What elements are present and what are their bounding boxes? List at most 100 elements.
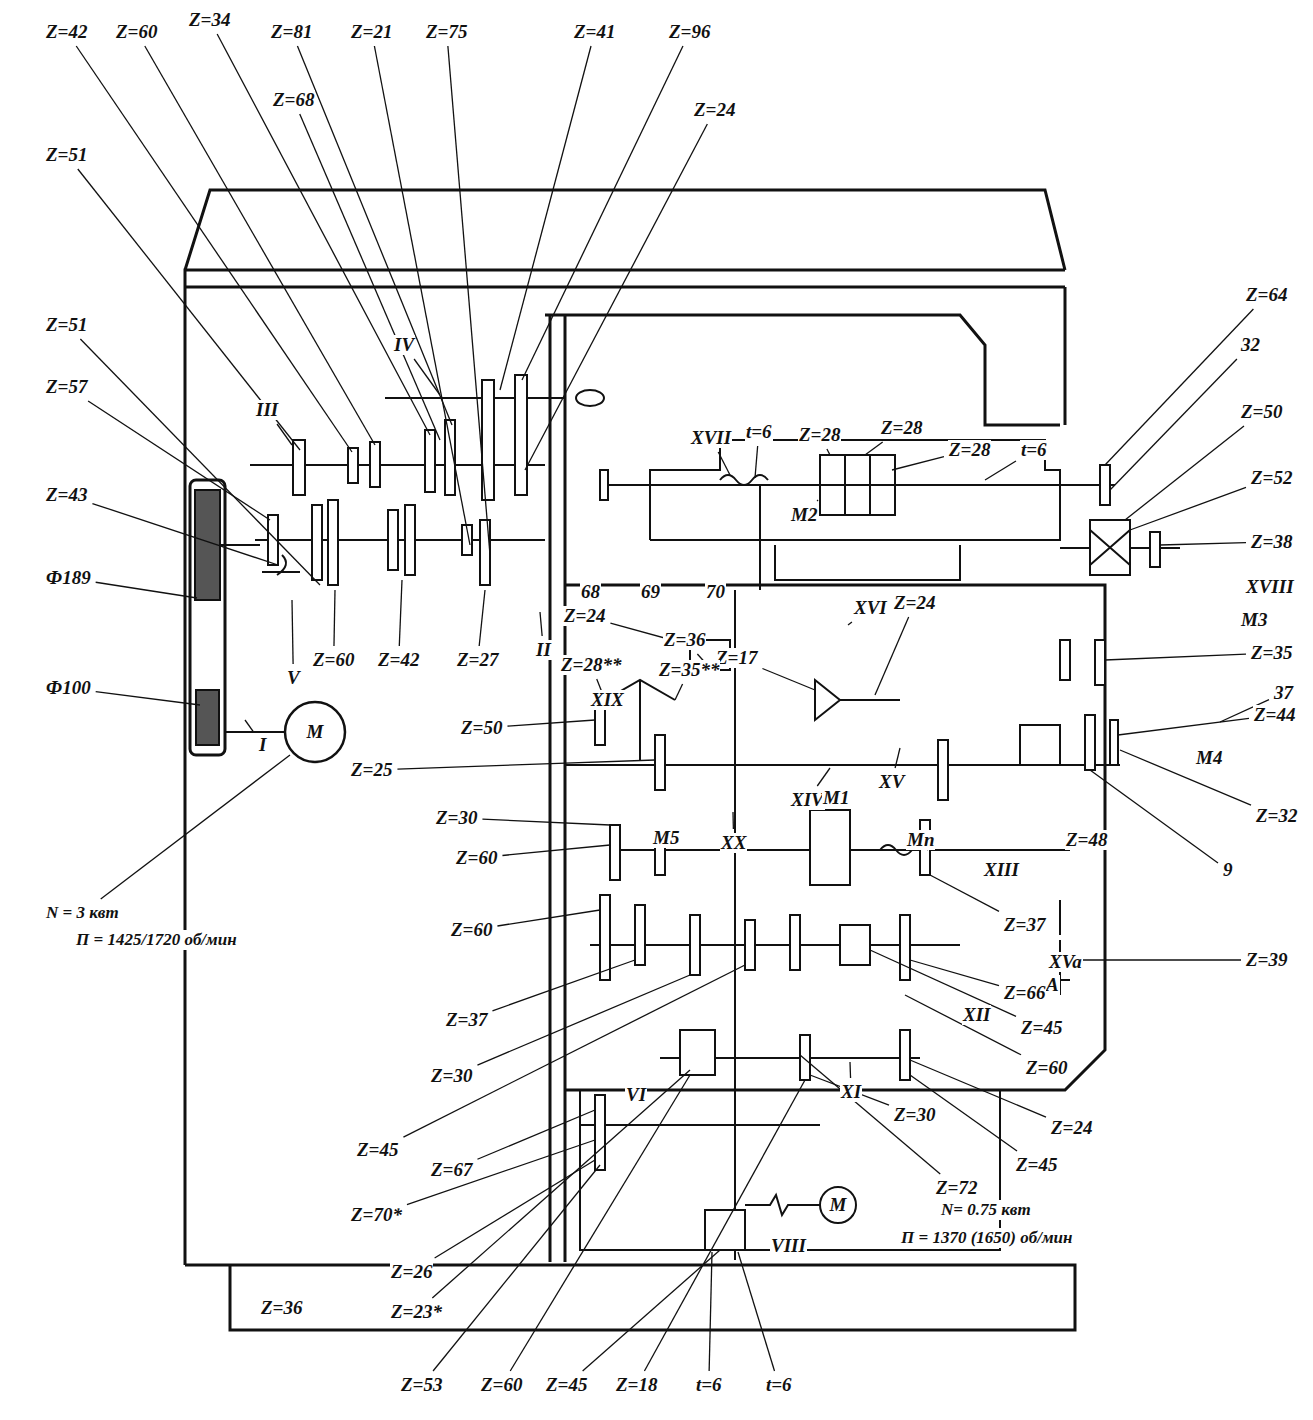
leader-line — [985, 461, 1016, 480]
leader-line — [930, 875, 999, 911]
part-label: Z=25 — [350, 760, 393, 780]
leader-line — [414, 359, 440, 395]
part-label: Z=66 — [1003, 983, 1046, 1003]
leader-line — [875, 617, 909, 695]
leader-line — [477, 1110, 595, 1159]
part-label: Z=24 — [693, 100, 736, 120]
part-label: Z=60 — [1025, 1058, 1068, 1078]
leader-line — [432, 1070, 690, 1298]
part-label: Z=60 — [455, 848, 498, 868]
part-label: П = 1425/1720 об/мин — [75, 930, 238, 950]
leader-line — [849, 1062, 851, 1078]
part-label: VI — [625, 1085, 647, 1105]
leader-line — [738, 1252, 775, 1371]
part-label: Z=17 — [715, 648, 758, 668]
part-label: XVa — [1048, 952, 1083, 972]
leader-line — [762, 669, 815, 690]
part-label: Z=38 — [1250, 532, 1293, 552]
part-label: Z=60 — [115, 22, 158, 42]
leader-line — [810, 1075, 889, 1105]
part-label: Z=24 — [563, 606, 606, 626]
part-label: Z=36 — [663, 630, 706, 650]
leader-line — [827, 449, 830, 455]
part-label: Z=44 — [1253, 705, 1296, 725]
leader-line — [892, 457, 944, 470]
leader-line — [374, 46, 470, 545]
leader-line — [895, 748, 900, 768]
part-label: IV — [393, 335, 415, 355]
part-label: 68 — [580, 582, 601, 602]
part-label: Z=96 — [668, 22, 711, 42]
leader-line — [870, 950, 1016, 1016]
part-label: П = 1370 (1650) об/мин — [900, 1228, 1073, 1248]
part-label: 70 — [705, 582, 726, 602]
leader-line — [403, 965, 745, 1137]
leader-line — [800, 1055, 940, 1174]
part-label: Z=37 — [445, 1010, 488, 1030]
leader-line — [217, 34, 430, 435]
part-label: Z=57 — [45, 377, 88, 397]
part-label: Z=21 — [350, 22, 393, 42]
leader-line — [1090, 770, 1218, 863]
part-label: Z=50 — [1240, 402, 1283, 422]
leader-line — [88, 401, 270, 520]
part-label: XVIII — [1245, 577, 1295, 597]
part-label: V — [286, 668, 301, 688]
part-label: A — [1045, 975, 1060, 995]
leader-line — [1125, 426, 1244, 520]
leader-line — [145, 46, 375, 445]
part-label: XIX — [590, 690, 625, 710]
part-label: Z=51 — [45, 315, 88, 335]
part-label: t=6 — [1020, 440, 1048, 460]
part-label: Z=28 — [798, 425, 841, 445]
part-label: Z=27 — [456, 650, 499, 670]
leader-line — [245, 720, 254, 733]
part-label: Z=60 — [312, 650, 355, 670]
leader-line — [497, 910, 600, 926]
part-label: Z=42 — [45, 22, 88, 42]
part-label: Z=51 — [45, 145, 88, 165]
part-label: Z=28 — [948, 440, 991, 460]
part-label: Z=48 — [1065, 830, 1108, 850]
part-label: Z=43 — [45, 485, 88, 505]
leader-line — [709, 1252, 712, 1371]
leader-line — [905, 995, 1021, 1055]
leader-line — [277, 424, 292, 445]
leader-line — [1130, 487, 1246, 530]
leader-line — [502, 845, 610, 855]
part-label: Z=45 — [1020, 1018, 1063, 1038]
leader-line — [817, 768, 830, 786]
leader-line — [96, 582, 197, 598]
part-label: I — [258, 735, 267, 755]
part-label: XVII — [690, 428, 732, 448]
part-label: Ф100 — [45, 678, 92, 698]
part-label: Z=28** — [560, 655, 622, 675]
leader-line — [910, 960, 999, 986]
part-label: Z=28 — [880, 418, 923, 438]
part-label: Z=45 — [356, 1140, 399, 1160]
leader-line — [482, 819, 610, 825]
leader-line — [675, 684, 683, 700]
leader-line — [865, 442, 883, 455]
part-label: 32 — [1240, 335, 1261, 355]
part-label: Z=72 — [935, 1178, 978, 1198]
part-label: t=6 — [695, 1375, 723, 1395]
leader-line — [101, 755, 290, 899]
part-label: Z=35 — [1250, 643, 1293, 663]
leader-line — [334, 590, 335, 646]
leader-line — [732, 812, 734, 829]
leader-line — [816, 500, 818, 501]
leader-line — [479, 590, 485, 646]
part-label: III — [255, 400, 279, 420]
part-label: XX — [720, 833, 747, 853]
leader-line — [96, 692, 200, 705]
part-label: t=6 — [745, 422, 773, 442]
part-label: Z=23* — [390, 1302, 443, 1322]
part-label: M — [306, 722, 325, 742]
part-label: M1 — [822, 788, 850, 808]
part-label: XV — [878, 772, 905, 792]
part-label: N= 0.75 квт — [940, 1200, 1032, 1220]
part-label: Z=30 — [435, 808, 478, 828]
part-label: Z=60 — [480, 1375, 523, 1395]
